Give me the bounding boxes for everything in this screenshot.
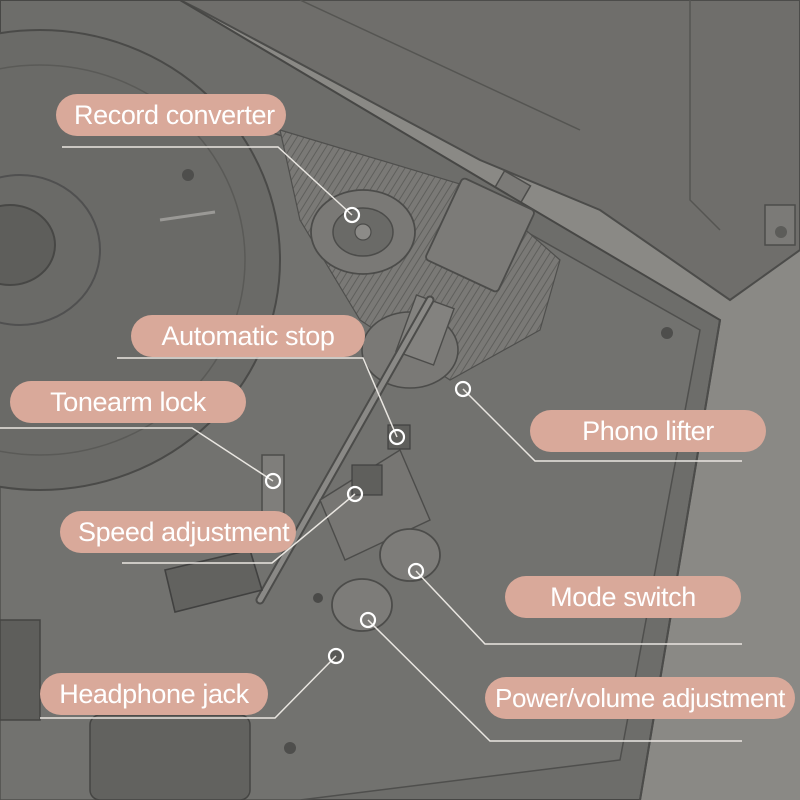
platter-inner-ring (0, 174, 101, 326)
marker-tonearm-lock (264, 472, 282, 490)
label-mode-switch: Mode switch (505, 576, 741, 618)
leader-headphone-jack (40, 655, 337, 719)
leader-speed-adjustment (122, 493, 356, 564)
label-phono-lifter: Phono lifter (530, 410, 766, 452)
leader-power-volume (367, 619, 742, 742)
platter-screw (182, 169, 194, 181)
case-handle (89, 714, 251, 800)
marker-power-volume (359, 611, 377, 629)
label-power-volume-adjustment: Power/volume adjustment (485, 677, 795, 719)
converter-spindle (354, 223, 372, 241)
tonearm-counterweight (395, 294, 455, 366)
volume-knob (331, 578, 393, 632)
platter-label (0, 204, 56, 286)
tonearm-rest (261, 454, 285, 514)
case-screw-2 (284, 742, 296, 754)
power-led (313, 593, 323, 603)
leader-automatic-stop (117, 357, 398, 438)
auto-stop-switch (387, 424, 411, 450)
marker-record-converter (343, 206, 361, 224)
side-clasp (0, 619, 41, 721)
lid-edge-line (299, 0, 581, 131)
mode-knob (379, 528, 441, 582)
platter-ring (0, 64, 246, 456)
leader-record-converter (62, 146, 353, 216)
cartridge-headshell (164, 549, 264, 613)
platter-mark (159, 210, 216, 222)
case-side-edge (639, 319, 721, 800)
leader-lines (0, 146, 742, 742)
marker-automatic-stop (388, 428, 406, 446)
tonearm-base (425, 177, 535, 293)
leader-mode-switch (415, 570, 742, 645)
lid-edge-line-2 (689, 0, 721, 231)
label-tonearm-lock: Tonearm lock (10, 381, 246, 423)
lid-latch (764, 204, 796, 246)
label-speed-adjustment: Speed adjustment (60, 511, 296, 553)
marker-speed-adjustment (346, 485, 364, 503)
marker-phono-lifter (454, 380, 472, 398)
callout-markers (264, 206, 472, 665)
latch-screw (775, 226, 787, 238)
label-automatic-stop: Automatic stop (131, 315, 365, 357)
lid-panel (179, 0, 800, 302)
case-screw (661, 327, 673, 339)
leader-phono-lifter (462, 388, 742, 462)
label-headphone-jack: Headphone jack (40, 673, 268, 715)
speed-switch (351, 464, 383, 496)
label-record-converter: Record converter (56, 94, 286, 136)
leader-tonearm-lock (0, 427, 274, 482)
marker-mode-switch (407, 562, 425, 580)
marker-headphone-jack (327, 647, 345, 665)
platter (0, 29, 281, 491)
